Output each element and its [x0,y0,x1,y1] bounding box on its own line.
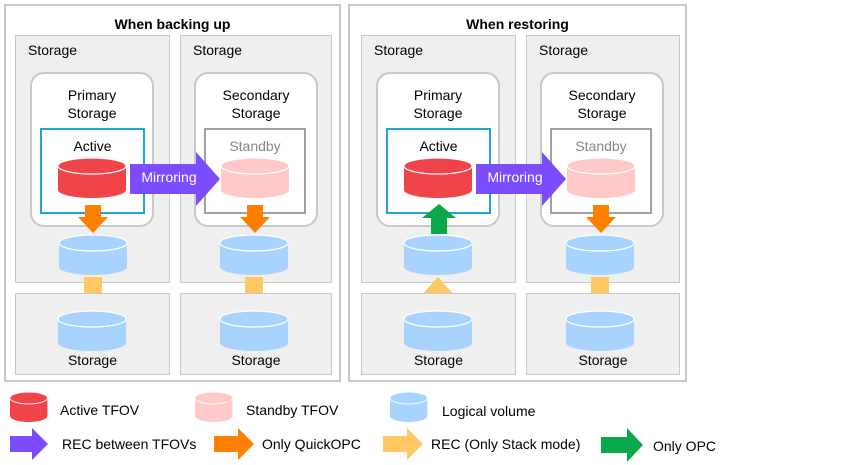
restore-secondary-storage-name: Secondary Storage [568,87,636,121]
backup-secondary-logical-volume-icon [219,234,289,276]
restore-primary-logical-volume-icon [403,234,473,276]
legend-rec-only-stack-label: REC (Only Stack mode) [431,436,581,452]
backup-active-label: Active [73,138,112,154]
restore-primary-storage-label: Storage [374,42,424,58]
restore-secondary-bottom-storage-label: Storage [578,352,628,368]
legend-rec-between-tfovs-icon [10,428,48,460]
restore-secondary-logical-volume-icon [565,234,635,276]
backup-standby-tfov-icon [220,157,290,199]
legend-rec-between-tfovs-label: REC between TFOVs [62,436,197,452]
legend-only-quickopc-icon [214,428,254,460]
restore-opc-arrow-icon [422,204,456,234]
backup-secondary-quickopc-arrow-icon [240,205,270,233]
legend-logical-volume-icon [389,391,428,423]
backup-mirroring-label: Mirroring [141,169,197,185]
restore-mirroring-label: Mirroring [487,169,543,185]
backup-primary-storage-name: Primary Storage [67,87,117,121]
legend-logical-volume-label: Logical volume [442,403,536,419]
legend-only-opc-label: Only OPC [653,438,717,454]
restore-active-label: Active [419,138,458,154]
backup-standby-label: Standby [229,138,281,154]
restore-standby-label: Standby [575,138,627,154]
legend-only-opc-icon [601,428,643,462]
backup-mirroring-arrow-icon [130,152,220,206]
legend-active-tfov-icon [9,391,48,423]
backup-active-tfov-icon [57,157,127,199]
restore-secondary-bottom-logical-volume-icon [565,310,635,352]
restore-primary-bottom-logical-volume-icon [403,310,473,352]
backup-secondary-bottom-logical-volume-icon [219,310,289,352]
backup-panel-title: When backing up [114,16,231,32]
restore-panel-title: When restoring [466,16,569,32]
legend-rec-only-stack-icon [383,428,423,460]
restore-primary-storage-name: Primary Storage [413,87,463,121]
legend-only-quickopc-label: Only QuickOPC [262,436,361,452]
restore-active-tfov-icon [403,157,473,199]
legend-active-tfov-label: Active TFOV [60,402,140,418]
backup-primary-storage-label: Storage [28,42,78,58]
backup-quickopc-arrow-icon [78,205,108,233]
backup-secondary-bottom-storage-label: Storage [231,352,281,368]
restore-primary-bottom-storage-label: Storage [413,352,464,368]
legend-standby-tfov-icon [194,391,233,423]
restore-standby-tfov-icon [566,157,636,199]
restore-secondary-quickopc-arrow-icon [586,205,616,233]
backup-primary-logical-volume-icon [58,234,128,276]
restore-secondary-storage-label: Storage [539,42,589,58]
backup-primary-bottom-logical-volume-icon [57,310,127,352]
backup-secondary-storage-name: Secondary Storage [222,87,290,121]
backup-primary-bottom-storage-label: Storage [67,352,118,368]
backup-secondary-storage-label: Storage [193,42,243,58]
restore-mirroring-arrow-icon [476,152,566,206]
legend-standby-tfov-label: Standby TFOV [246,402,339,418]
